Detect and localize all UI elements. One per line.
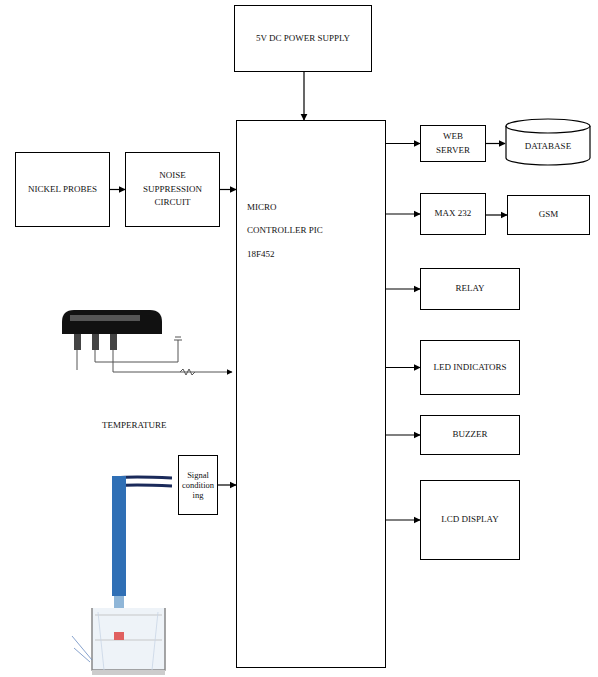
output-box: RELAY bbox=[420, 268, 520, 310]
box-label: NOISE SUPPRESSION CIRCUIT bbox=[130, 169, 215, 210]
arrow-connector bbox=[386, 213, 420, 214]
box-label: MAX 232 bbox=[435, 207, 472, 221]
box-label: Signal conditioning bbox=[181, 470, 215, 501]
arrow-connector bbox=[110, 189, 125, 190]
arrow-connector bbox=[303, 72, 304, 120]
output-box: LCD DISPLAY bbox=[420, 480, 520, 560]
box-label: RELAY bbox=[455, 282, 484, 296]
arrow-connector bbox=[218, 484, 236, 485]
box-label: WEB SERVER bbox=[425, 130, 481, 157]
box-label: LED INDICATORS bbox=[433, 361, 506, 375]
output-box: GSM bbox=[507, 195, 590, 235]
output-box: WEB SERVER bbox=[420, 125, 486, 162]
database-cylinder: DATABASE bbox=[505, 118, 591, 166]
signal-conditioning-box: Signal conditioning bbox=[178, 455, 218, 515]
box-label: 5V DC POWER SUPPLY bbox=[256, 32, 350, 46]
microcontroller-box: MICRO CONTROLLER PIC 18F452 bbox=[236, 120, 386, 668]
temperature-sensor bbox=[62, 310, 232, 375]
output-box: LED INDICATORS bbox=[420, 340, 520, 395]
box-label: LCD DISPLAY bbox=[441, 513, 498, 527]
arrow-connector bbox=[386, 519, 420, 520]
sensor-box: NICKEL PROBES bbox=[15, 152, 110, 227]
arrow-connector bbox=[220, 189, 236, 190]
interface-box: MAX 232 bbox=[420, 193, 486, 235]
probe-illustration bbox=[72, 476, 172, 675]
box-label: MICRO CONTROLLER PIC 18F452 bbox=[247, 196, 332, 266]
arrow-connector bbox=[386, 288, 420, 289]
arrow-connector bbox=[386, 367, 420, 368]
sensor-label: TEMPERATURE bbox=[102, 420, 167, 430]
arrow-connector bbox=[386, 143, 420, 144]
circuit-box: NOISE SUPPRESSION CIRCUIT bbox=[125, 152, 220, 227]
arrow-connector bbox=[386, 434, 420, 435]
arrow-connector bbox=[486, 214, 507, 215]
box-label: BUZZER bbox=[453, 428, 488, 442]
arrow-connector bbox=[486, 143, 505, 144]
box-label: GSM bbox=[539, 208, 559, 222]
box-label: NICKEL PROBES bbox=[28, 183, 97, 197]
database-label: DATABASE bbox=[525, 140, 571, 154]
output-box: BUZZER bbox=[420, 415, 520, 455]
power-supply-box: 5V DC POWER SUPPLY bbox=[234, 5, 372, 72]
